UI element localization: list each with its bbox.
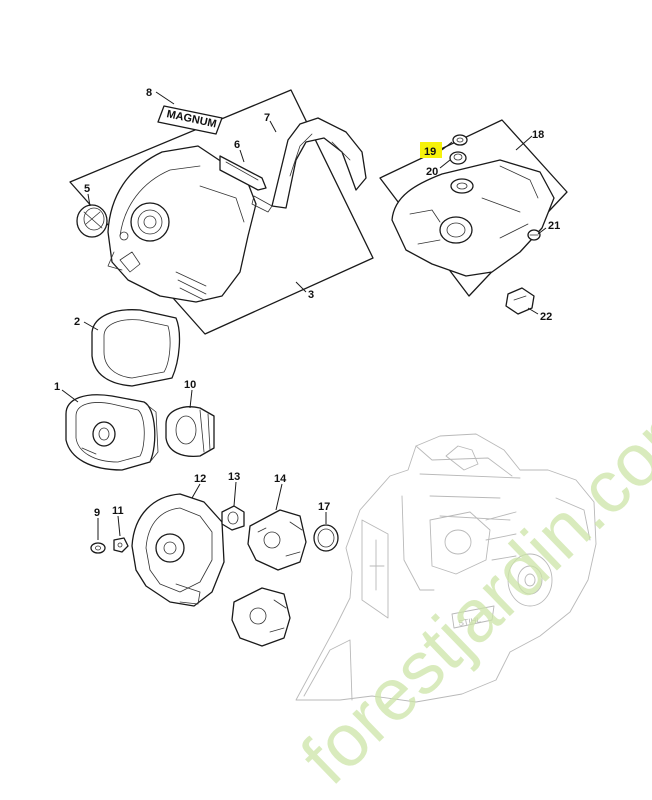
part-filler-cap [76, 204, 108, 238]
callout-19: 19 [424, 146, 436, 158]
part-grommet-upper [452, 134, 468, 146]
part-air-filter [65, 394, 159, 471]
leader-lines [61, 91, 547, 540]
chainsaw-body: STIHL [295, 433, 597, 703]
callout-13: 13 [228, 471, 240, 483]
callout-8: 8 [146, 87, 152, 99]
callout-20: 20 [426, 166, 438, 178]
part-collar-nut [165, 406, 215, 458]
part-cover [391, 159, 555, 277]
callout-11: 11 [112, 505, 124, 517]
callout-14: 14 [274, 473, 287, 485]
callout-22: 22 [540, 311, 552, 323]
callout-10: 10 [184, 379, 196, 391]
part-badge: MAGNUM [157, 105, 223, 135]
part-carburetor-alt [231, 587, 291, 647]
callout-9: 9 [94, 507, 100, 519]
part-nut-22 [505, 287, 535, 315]
part-ring-17 [313, 524, 339, 552]
callout-7: 7 [264, 112, 270, 124]
part-handle [251, 117, 367, 213]
part-nut-11 [113, 537, 129, 553]
part-bracket [219, 155, 267, 191]
callout-numbers: 8 7 6 5 3 18 19 20 21 22 2 1 10 9 11 12 … [54, 87, 560, 519]
engine-brand-label: STIHL [458, 615, 482, 628]
watermark: forestjardin.com [285, 374, 652, 799]
callout-21: 21 [548, 220, 560, 232]
callout-17: 17 [318, 501, 330, 513]
part-washer-9 [90, 542, 106, 554]
part-shroud-top [107, 145, 257, 303]
part-screw-21 [527, 229, 541, 241]
callout-12: 12 [194, 473, 206, 485]
callout-3: 3 [308, 289, 314, 301]
part-filter-base [131, 493, 225, 607]
part-filter-band [91, 309, 181, 387]
callout-5: 5 [84, 183, 90, 195]
callout-1: 1 [54, 381, 60, 393]
callout-18: 18 [532, 129, 544, 141]
part-grommet-lower [449, 151, 467, 165]
part-gasket [221, 505, 245, 531]
callout-6: 6 [234, 139, 240, 151]
part-carburetor [247, 509, 307, 571]
callout-19-highlight [420, 142, 442, 158]
callout-2: 2 [74, 316, 80, 328]
